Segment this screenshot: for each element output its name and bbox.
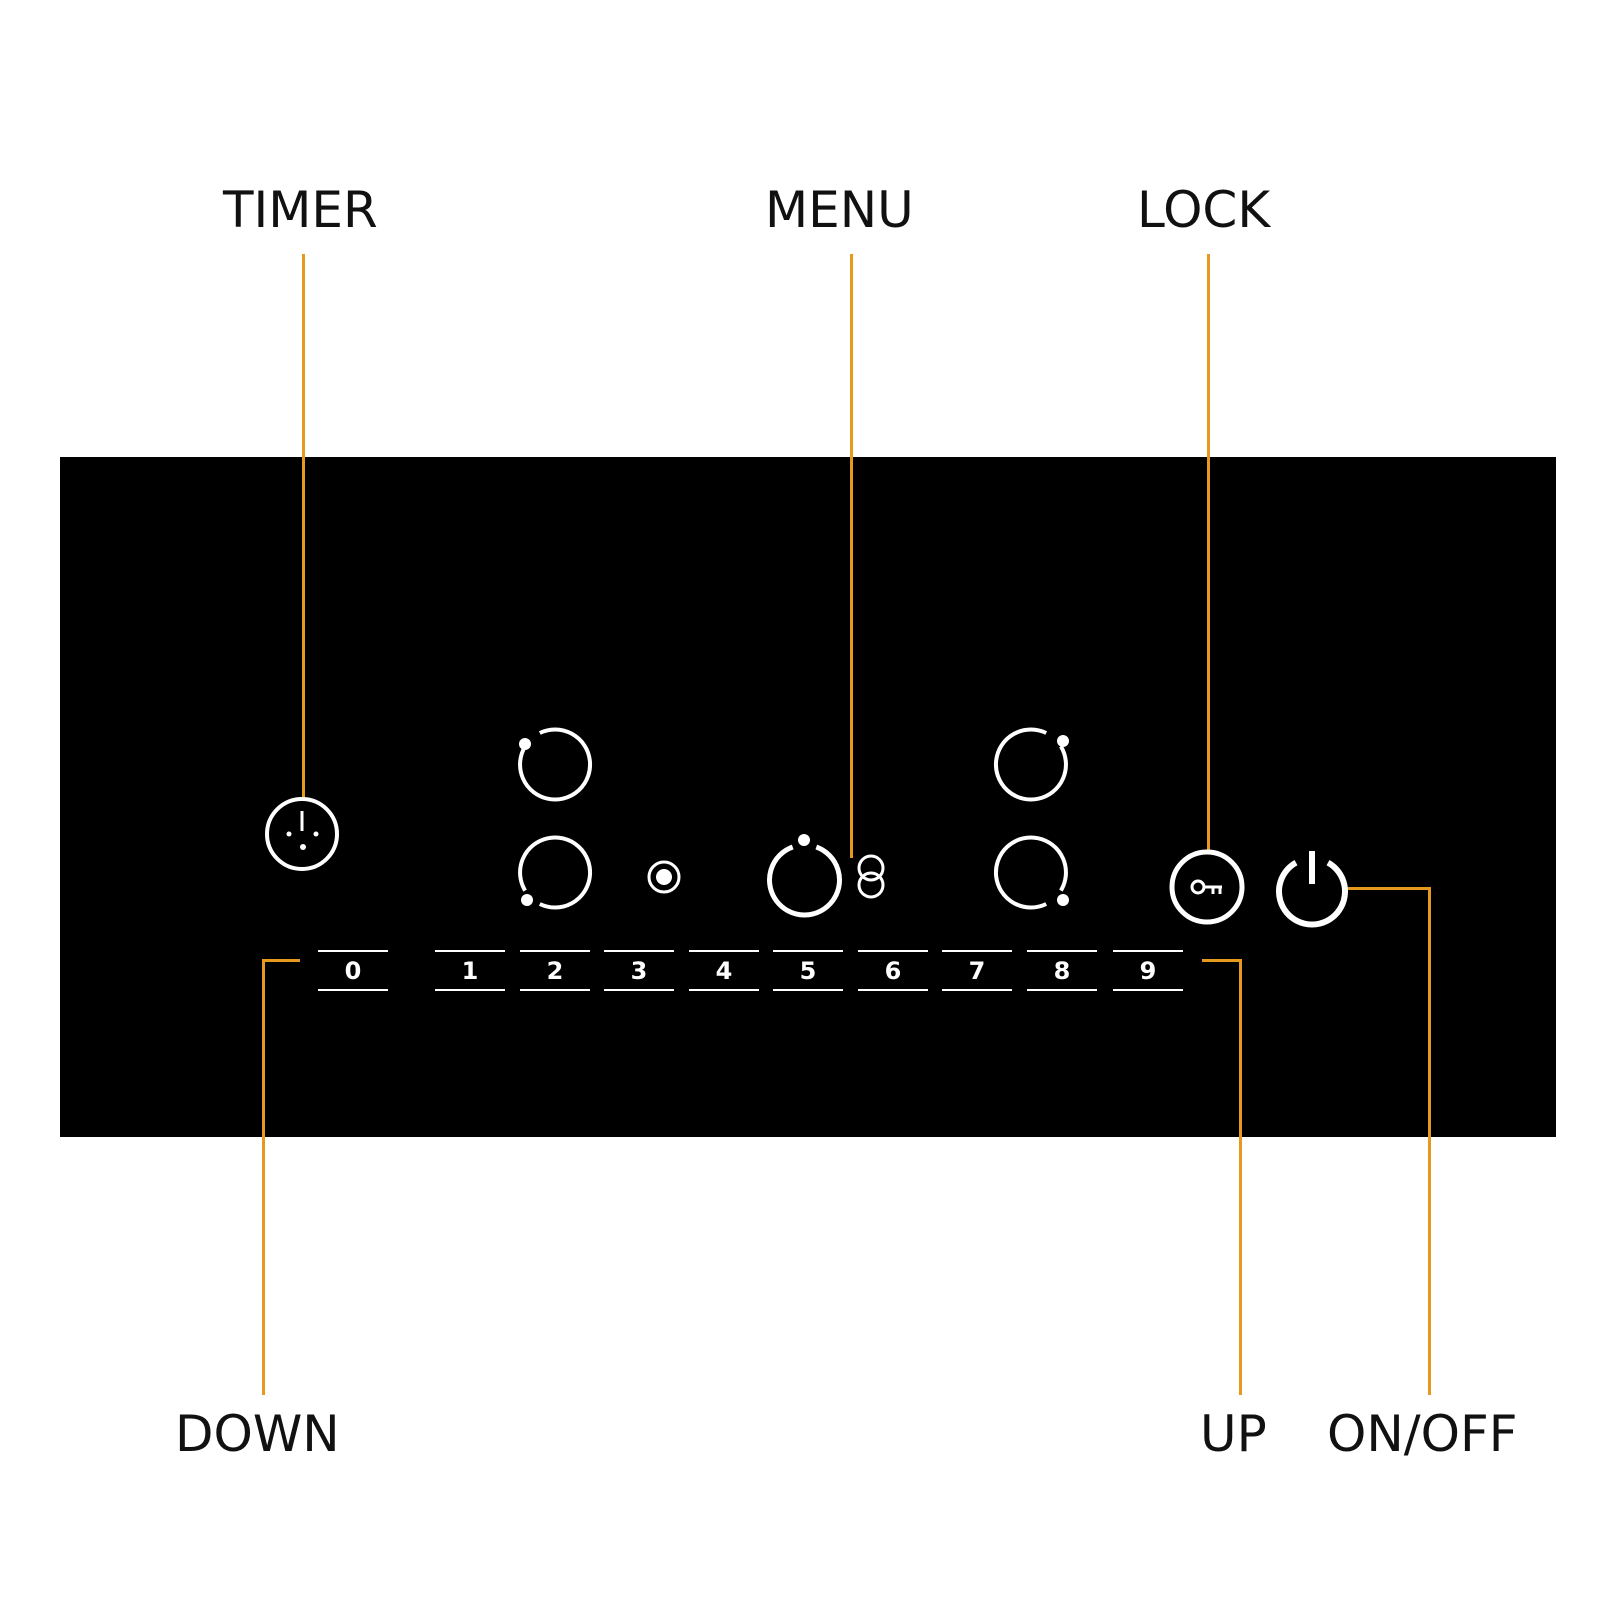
timer-label: TIMER [223, 181, 378, 239]
down-leader-line-h [262, 959, 300, 962]
key-lock-icon[interactable] [1169, 849, 1245, 925]
on-off-leader-line-h [1345, 887, 1431, 890]
slider-digit-5[interactable]: 5 [773, 950, 843, 991]
slider-digit-2[interactable]: 2 [520, 950, 590, 991]
slider-digit-label: 6 [885, 957, 902, 985]
slider-digit-label: 0 [345, 957, 362, 985]
slider-digit-8[interactable]: 8 [1027, 950, 1097, 991]
power-level-slider[interactable]: 0 1 2 3 4 5 6 7 8 9 [318, 950, 1183, 991]
zone-rear-left-icon[interactable] [518, 727, 592, 802]
slider-digit-0[interactable]: 0 [318, 950, 388, 991]
slider-digit-6[interactable]: 6 [858, 950, 928, 991]
control-panel [60, 457, 1556, 1137]
slider-digit-1[interactable]: 1 [435, 950, 505, 991]
slider-digit-9[interactable]: 9 [1113, 950, 1183, 991]
lock-label: LOCK [1137, 181, 1271, 239]
slider-digit-label: 7 [969, 957, 986, 985]
slider-digit-label: 5 [800, 957, 817, 985]
on-off-leader-line-v [1428, 887, 1431, 1395]
zone-front-right-icon[interactable] [994, 835, 1069, 910]
slider-digit-7[interactable]: 7 [942, 950, 1012, 991]
slider-digit-3[interactable]: 3 [604, 950, 674, 991]
timer-icon[interactable] [265, 797, 339, 871]
slider-digit-label: 4 [716, 957, 733, 985]
on-off-label: ON/OFF [1327, 1405, 1518, 1463]
slider-digit-4[interactable]: 4 [689, 950, 759, 991]
slider-digit-label: 8 [1054, 957, 1071, 985]
zone-rear-right-icon[interactable] [994, 727, 1069, 802]
menu-icon[interactable] [767, 834, 842, 918]
zone-flex-icon[interactable] [647, 860, 681, 894]
zone-front-left-icon[interactable] [518, 835, 592, 910]
slider-digit-label: 1 [462, 957, 479, 985]
timer-leader-line [302, 254, 305, 799]
slider-digit-label: 3 [631, 957, 648, 985]
slider-digit-label: 2 [547, 957, 564, 985]
up-label: UP [1200, 1405, 1267, 1463]
slider-digit-label: 9 [1140, 957, 1157, 985]
power-icon[interactable] [1276, 851, 1348, 928]
menu-leader-line [850, 254, 853, 858]
bridge-zone-icon[interactable] [857, 854, 885, 899]
down-leader-line-v [262, 959, 265, 1395]
down-label: DOWN [175, 1405, 340, 1463]
up-leader-line-h [1202, 959, 1242, 962]
lock-leader-line [1207, 254, 1210, 851]
menu-label: MENU [765, 181, 914, 239]
up-leader-line-v [1239, 959, 1242, 1395]
